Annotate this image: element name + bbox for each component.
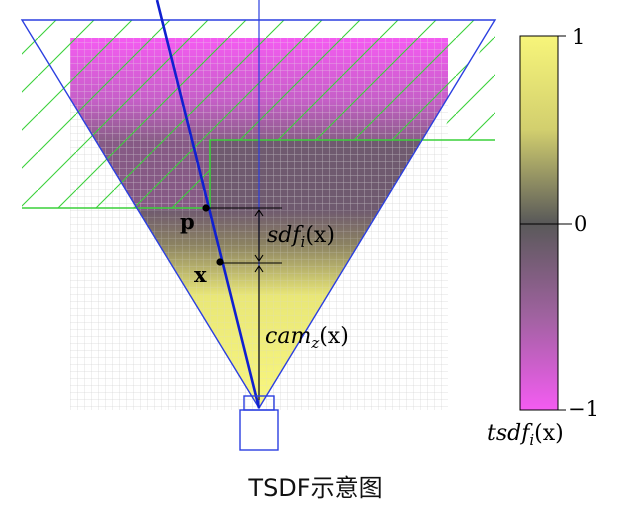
camera-ray bbox=[155, 0, 261, 409]
colorbar-label: tsdfi(x) bbox=[487, 421, 564, 449]
label-sdf: sdfi(x) bbox=[267, 223, 335, 251]
camera-icon bbox=[239, 395, 279, 451]
point-p bbox=[202, 204, 210, 212]
point-x bbox=[216, 258, 224, 266]
figure-caption: TSDF示意图 bbox=[248, 474, 383, 502]
colorbar bbox=[519, 35, 559, 411]
label-x: x bbox=[194, 262, 207, 287]
colorbar-tick-top: 1 bbox=[572, 25, 585, 49]
label-cam: camz(x) bbox=[265, 324, 349, 352]
colorbar-tick-bottom: −1 bbox=[568, 397, 599, 421]
measurement-lines bbox=[206, 207, 282, 400]
label-p: p bbox=[180, 209, 195, 234]
colorbar-ticks bbox=[520, 35, 572, 411]
colorbar-tick-mid: 0 bbox=[574, 212, 587, 236]
